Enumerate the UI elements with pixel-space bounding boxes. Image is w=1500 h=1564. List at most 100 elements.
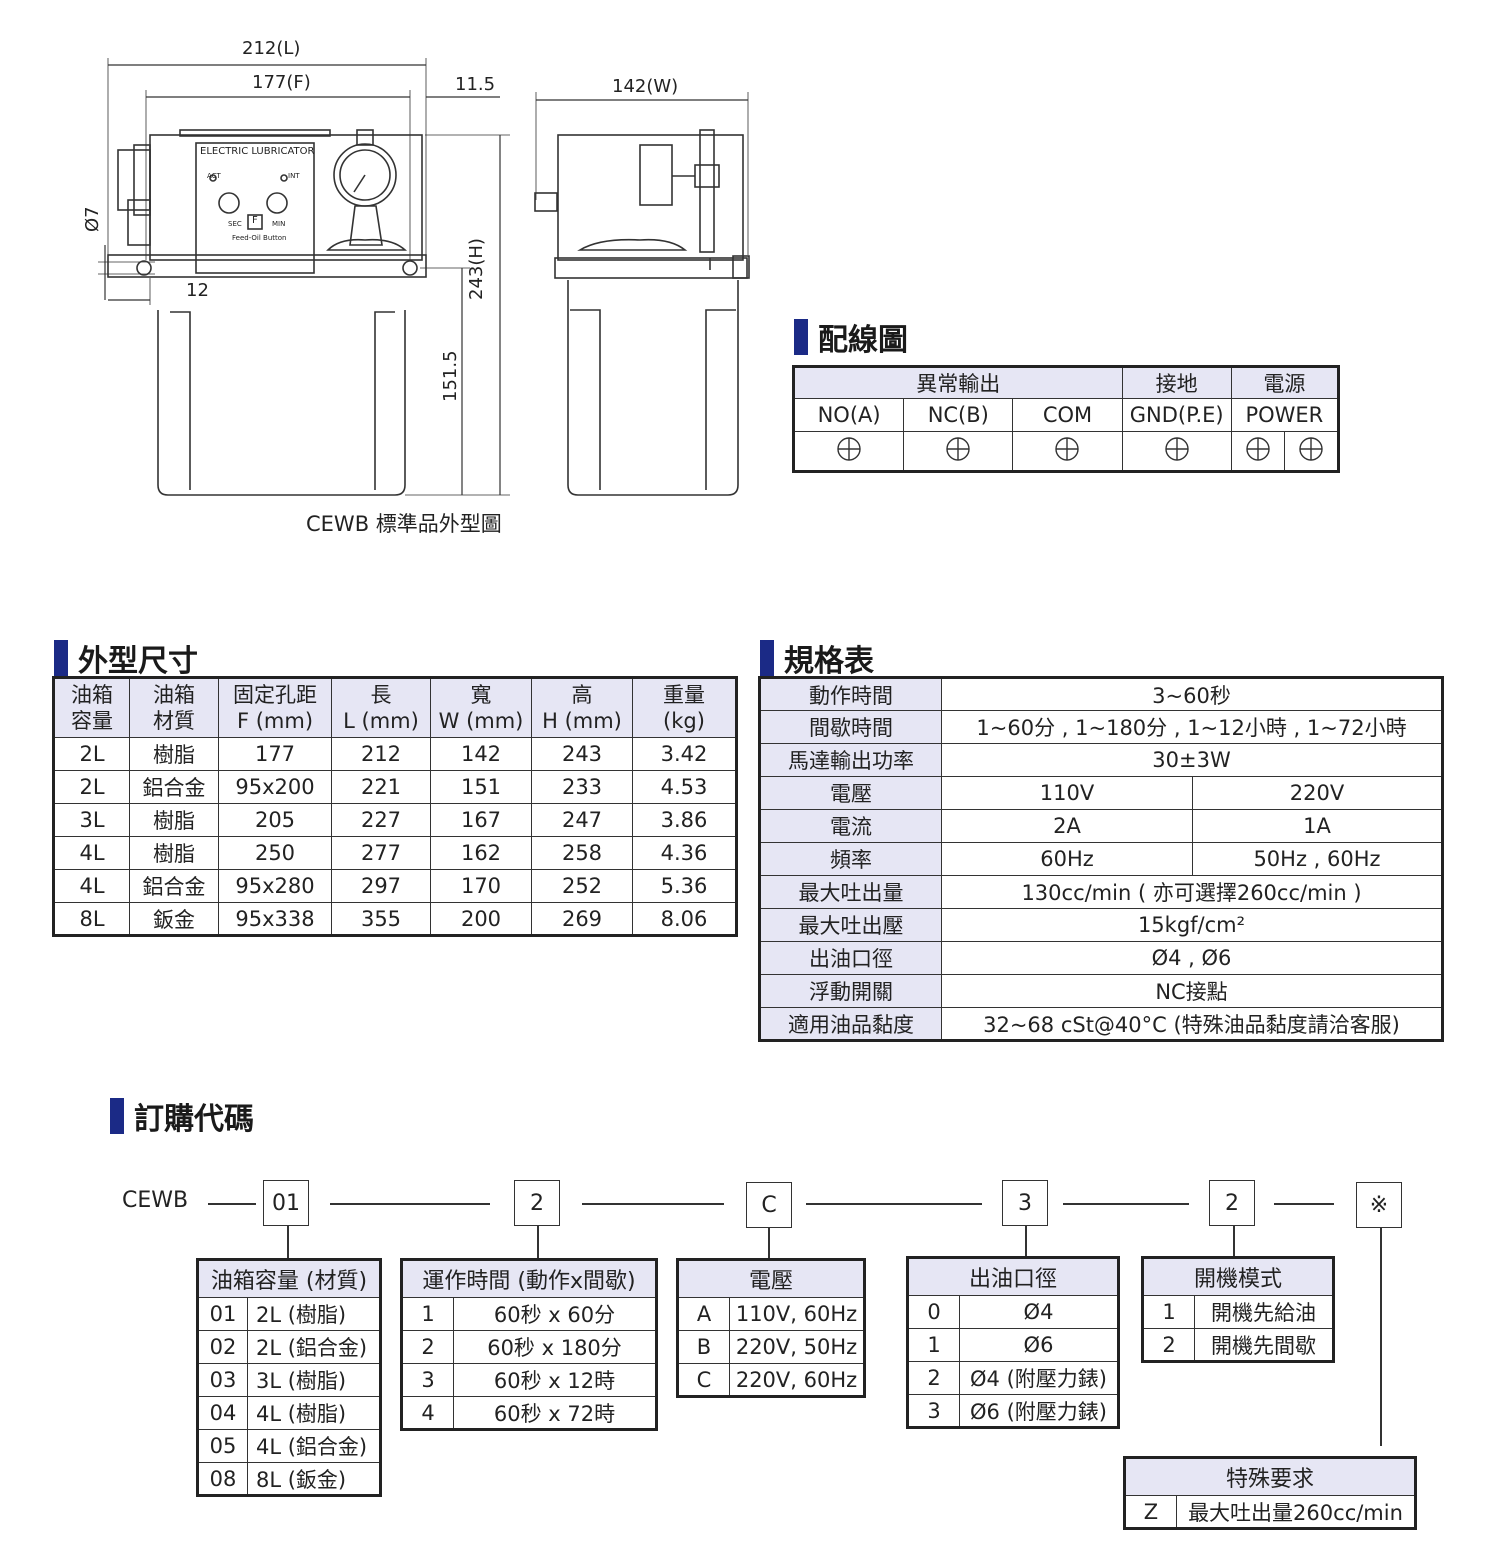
spec-value: 1~60分 , 1~180分 , 1~12小時 , 1~72小時 [941, 710, 1443, 744]
terminal-screw-icon [1283, 431, 1340, 472]
spec-value: 32~68 cSt@40°C (特殊油品黏度請洽客服) [941, 1007, 1443, 1041]
terminal-screw-icon [1012, 431, 1123, 472]
spec-label: 最大吐出壓 [759, 908, 942, 942]
connector [1233, 1226, 1235, 1256]
wiring-title: 配線圖 [794, 315, 908, 359]
panel-int: INT [288, 172, 300, 180]
spec-label: 最大吐出量 [759, 875, 942, 909]
option-label: 3L (樹脂) [247, 1363, 381, 1397]
option-label: 60秒 x 12時 [453, 1363, 657, 1397]
cell: 8.06 [632, 902, 737, 936]
connector [287, 1226, 289, 1258]
cell: 3.42 [632, 737, 737, 771]
terminal-nc: NC(B) [903, 398, 1014, 432]
connector [330, 1203, 490, 1205]
option-label: 開機先間歇 [1194, 1328, 1334, 1362]
option-label: 最大吐出量260cc/min [1176, 1495, 1416, 1529]
terminal-gnd: GND(P.E) [1121, 398, 1232, 432]
outlet-title: 出油口徑 [907, 1257, 1119, 1296]
cell: 2L [53, 737, 130, 771]
spec-label: 浮動開關 [759, 974, 942, 1008]
option-label: 220V, 60Hz [729, 1363, 865, 1397]
cell: 5.36 [632, 869, 737, 903]
cell: 205 [218, 803, 332, 837]
spec-value: 110V [941, 776, 1193, 810]
cell: 2L [53, 770, 130, 804]
option-code: 02 [197, 1330, 248, 1364]
cell: 297 [331, 869, 431, 903]
code-capacity: 01 [263, 1180, 309, 1226]
voltage-title: 電壓 [677, 1259, 865, 1298]
panel-sec: SEC [228, 220, 242, 228]
code-timing: 2 [514, 1180, 560, 1226]
option-label: 110V, 60Hz [729, 1297, 865, 1331]
cell: 樹脂 [129, 803, 219, 837]
cell: 4.53 [632, 770, 737, 804]
cell: 221 [331, 770, 431, 804]
cell: 鈑金 [129, 902, 219, 936]
spec-value: 2A [941, 809, 1193, 843]
option-label: 4L (樹脂) [247, 1396, 381, 1430]
cell: 247 [531, 803, 633, 837]
spec-value: 220V [1192, 776, 1443, 810]
option-label: 2L (鋁合金) [247, 1330, 381, 1364]
cell: 4.36 [632, 836, 737, 870]
option-code: 01 [197, 1297, 248, 1331]
cell: 167 [430, 803, 532, 837]
cell: 3L [53, 803, 130, 837]
option-label: 2L (樹脂) [247, 1297, 381, 1331]
cell: 8L [53, 902, 130, 936]
spec-label: 出油口徑 [759, 941, 942, 975]
option-code: A [677, 1297, 730, 1331]
cell: 200 [430, 902, 532, 936]
spec-value: 130cc/min ( 亦可選擇260cc/min ) [941, 875, 1443, 909]
option-code: 3 [907, 1394, 960, 1428]
spec-value: Ø4 , Ø6 [941, 941, 1443, 975]
dim-length: 212(L) [242, 38, 301, 59]
panel-brand: ELECTRIC LUBRICATOR [200, 146, 315, 157]
option-code: 1 [907, 1328, 960, 1362]
option-code: 05 [197, 1429, 248, 1463]
ordering-title: 訂購代碼 [110, 1094, 254, 1138]
option-code: 1 [1142, 1295, 1195, 1329]
cell: 233 [531, 770, 633, 804]
option-code: 1 [401, 1297, 454, 1331]
option-code: 0 [907, 1295, 960, 1329]
terminal-screw-icon [1230, 431, 1285, 472]
cell: 170 [430, 869, 532, 903]
option-code: 03 [197, 1363, 248, 1397]
panel-f: F [252, 215, 258, 226]
capacity-title: 油箱容量 (材質) [197, 1259, 381, 1298]
cell: 227 [331, 803, 431, 837]
option-label: Ø4 (附壓力錶) [959, 1361, 1119, 1395]
cell: 151 [430, 770, 532, 804]
option-label: Ø4 [959, 1295, 1119, 1329]
cell: 95x338 [218, 902, 332, 936]
option-code: 2 [1142, 1328, 1195, 1362]
panel-min: MIN [272, 220, 286, 228]
option-code: 4 [401, 1396, 454, 1430]
terminal-no: NO(A) [792, 398, 905, 432]
connector [806, 1203, 982, 1205]
cell: 177 [218, 737, 332, 771]
cell: 277 [331, 836, 431, 870]
option-label: Ø6 (附壓力錶) [959, 1394, 1119, 1428]
cell: 212 [331, 737, 431, 771]
option-label: 8L (鈑金) [247, 1462, 381, 1496]
